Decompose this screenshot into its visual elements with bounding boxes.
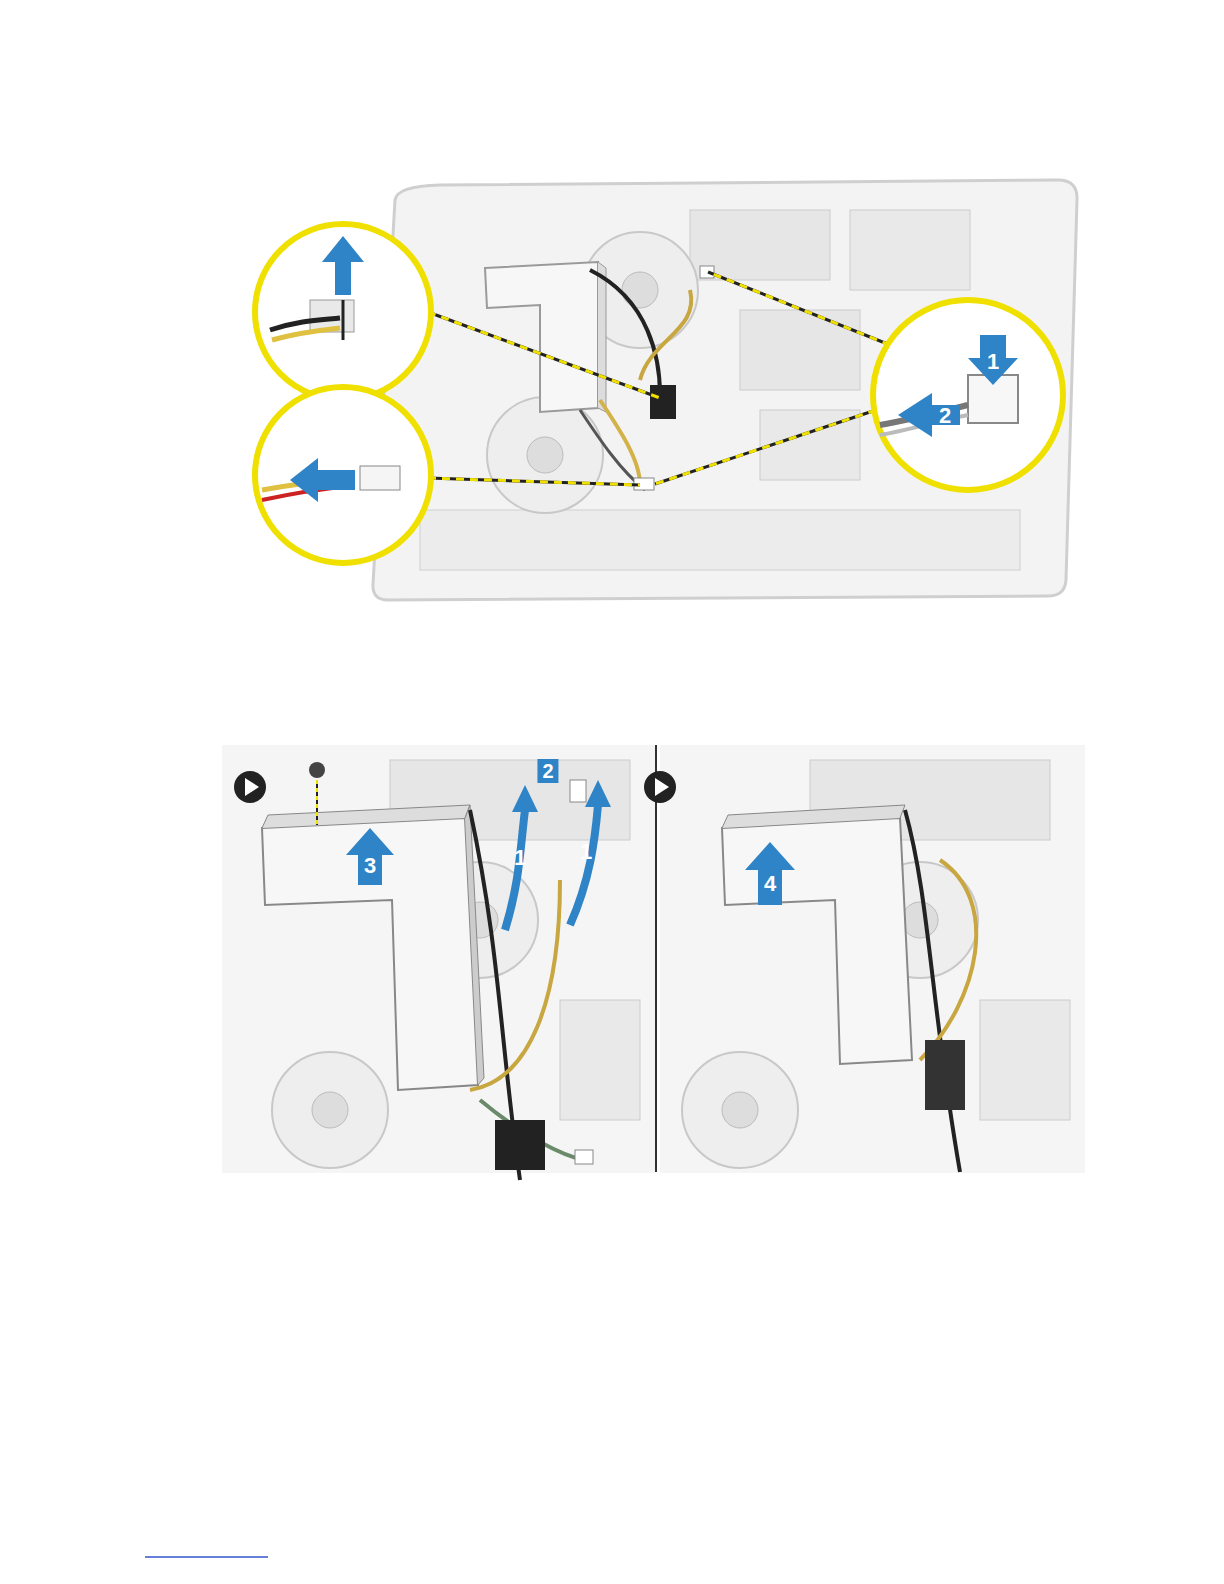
callout-number: 4 bbox=[764, 873, 776, 895]
callout-number: 1 bbox=[580, 841, 592, 863]
callout-number: 3 bbox=[364, 855, 376, 877]
callout-number: 1 bbox=[987, 351, 999, 373]
callout-number: 2 bbox=[537, 759, 558, 783]
callout-number: 2 bbox=[939, 405, 951, 427]
callout-number: 1 bbox=[514, 847, 526, 869]
